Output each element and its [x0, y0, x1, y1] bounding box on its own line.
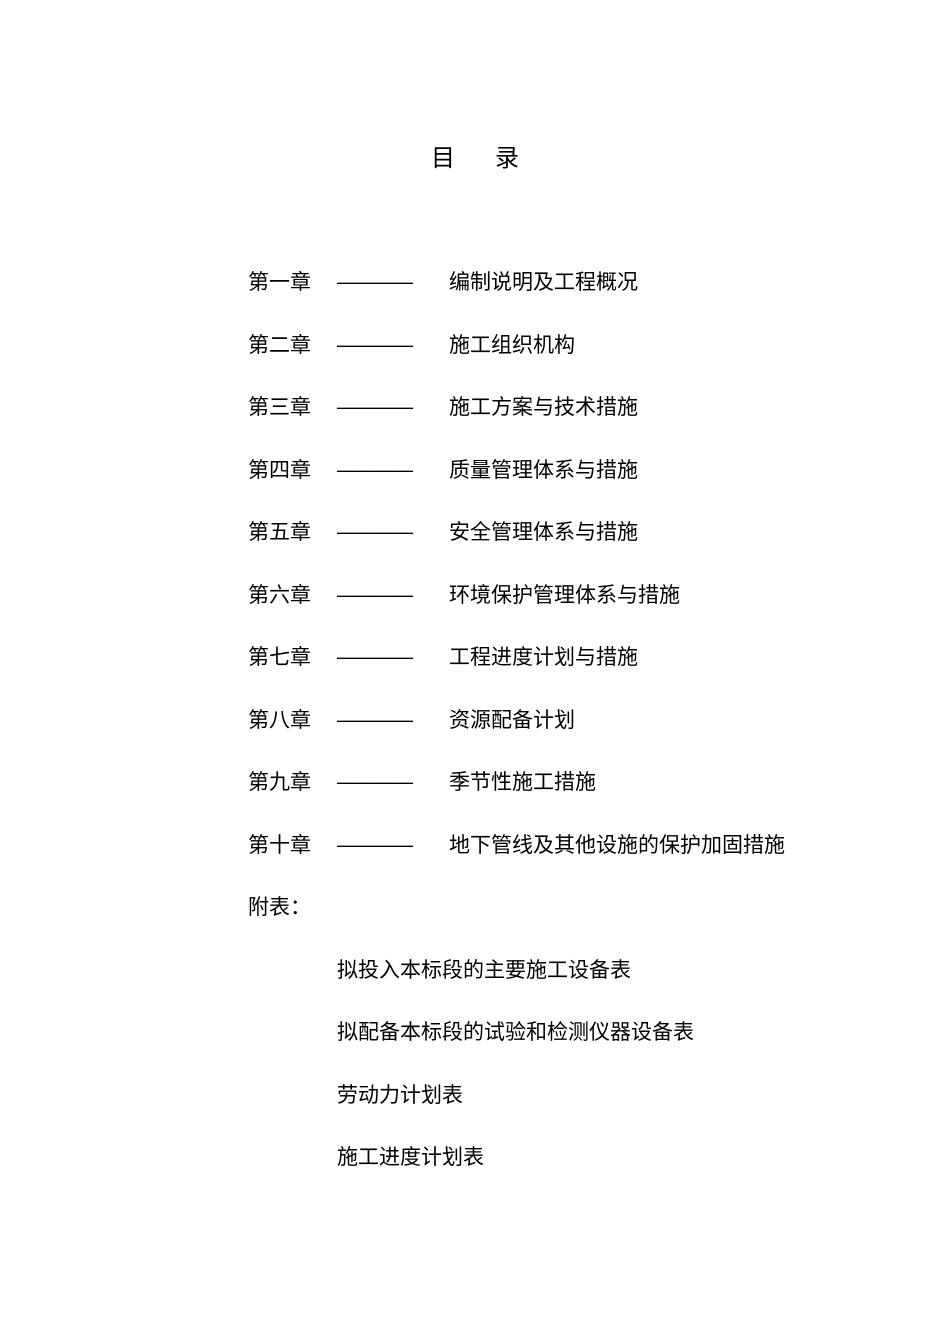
chapter-number: 第二章 [248, 332, 311, 357]
appendix-item-3[interactable]: 劳动力计划表 [337, 1082, 463, 1107]
chapter-name: 编制说明及工程概况 [449, 270, 638, 294]
chapter-dash: ———— [336, 707, 414, 732]
title-char-1: 目 [431, 144, 455, 172]
chapter-number: 第四章 [248, 457, 311, 482]
toc-row-chapter-4[interactable]: 第四章 ———— 质量管理体系与措施 [248, 451, 868, 514]
chapter-dash: ———— [336, 832, 414, 857]
chapter-name: 工程进度计划与措施 [449, 645, 638, 669]
chapter-dash: ———— [336, 582, 414, 607]
chapter-name: 质量管理体系与措施 [449, 457, 638, 482]
chapter-name: 环境保护管理体系与措施 [449, 582, 680, 607]
chapter-name: 施工方案与技术措施 [449, 395, 638, 419]
chapter-dash: ———— [336, 457, 414, 482]
chapter-dash: ———— [336, 520, 414, 544]
toc-row-chapter-8[interactable]: 第八章 ———— 资源配备计划 [248, 701, 868, 764]
title-char-2: 录 [495, 144, 519, 172]
page-title: 目录 [0, 138, 950, 173]
toc-row-chapter-6[interactable]: 第六章 ———— 环境保护管理体系与措施 [248, 576, 868, 639]
toc-row-chapter-5[interactable]: 第五章 ———— 安全管理体系与措施 [248, 513, 868, 576]
toc-row-chapter-3[interactable]: 第三章 ———— 施工方案与技术措施 [248, 388, 868, 451]
chapter-dash: ———— [336, 395, 414, 419]
appendix-item-4[interactable]: 施工进度计划表 [337, 1145, 484, 1169]
chapter-dash: ———— [336, 770, 414, 794]
chapter-number: 第六章 [248, 582, 311, 607]
appendix-item-1[interactable]: 拟投入本标段的主要施工设备表 [337, 957, 631, 982]
chapter-number: 第十章 [248, 832, 311, 857]
toc-row-chapter-1[interactable]: 第一章 ———— 编制说明及工程概况 [248, 263, 868, 326]
chapter-name: 地下管线及其他设施的保护加固措施 [449, 832, 785, 857]
chapter-dash: ———— [336, 270, 414, 294]
chapter-name: 季节性施工措施 [449, 770, 596, 794]
chapter-number: 第一章 [248, 270, 311, 294]
chapter-dash: ———— [336, 645, 414, 669]
toc-row-chapter-9[interactable]: 第九章 ———— 季节性施工措施 [248, 763, 868, 826]
chapter-name: 安全管理体系与措施 [449, 520, 638, 544]
chapter-dash: ———— [336, 332, 414, 357]
chapter-number: 第八章 [248, 707, 311, 732]
toc-row-chapter-10[interactable]: 第十章 ———— 地下管线及其他设施的保护加固措施 [248, 826, 868, 889]
appendix-label: 附表： [248, 895, 311, 919]
chapter-number: 第五章 [248, 520, 311, 544]
chapter-name: 资源配备计划 [449, 707, 575, 732]
chapter-number: 第七章 [248, 645, 311, 669]
toc-row-chapter-7[interactable]: 第七章 ———— 工程进度计划与措施 [248, 638, 868, 701]
chapter-name: 施工组织机构 [449, 332, 575, 357]
table-of-contents: 第一章 ———— 编制说明及工程概况 第二章 ———— 施工组织机构 第三章 ———— 施工… [248, 263, 868, 1201]
appendix-item-2[interactable]: 拟配备本标段的试验和检测仪器设备表 [337, 1020, 694, 1044]
toc-row-chapter-2[interactable]: 第二章 ———— 施工组织机构 [248, 326, 868, 389]
chapter-number: 第三章 [248, 395, 311, 419]
chapter-number: 第九章 [248, 770, 311, 794]
